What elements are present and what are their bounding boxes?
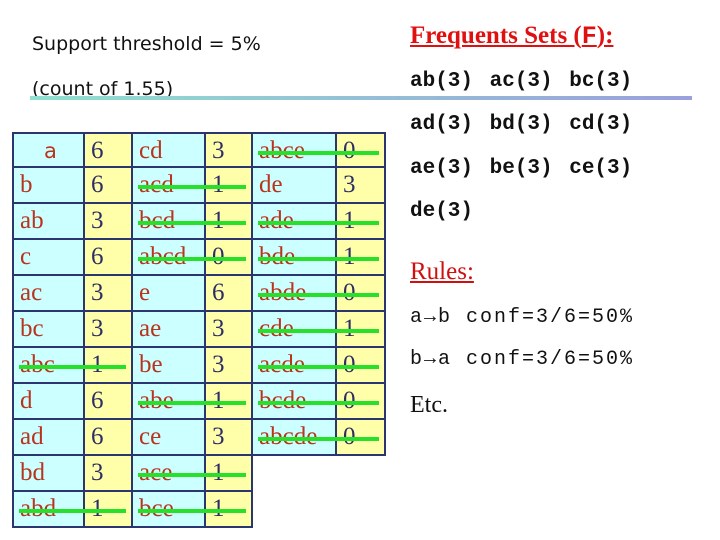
count-cell: 3 — [206, 134, 253, 166]
count-cell: 0 — [337, 134, 386, 166]
count-cell: 3 — [85, 276, 133, 310]
table-row: ace1 — [133, 456, 253, 492]
strikethrough-line — [138, 221, 246, 225]
frequent-sets-title: Frequents Sets (F): — [410, 22, 613, 51]
strikethrough-line — [258, 401, 379, 405]
frequent-sets-row: ad(3) bd(3) cd(3) — [410, 113, 633, 136]
count-cell: 3 — [85, 312, 133, 346]
table-row: bce1 — [133, 492, 253, 528]
strikethrough-line — [19, 365, 126, 369]
rules-title: Rules: — [410, 258, 474, 285]
count-cell: 3 — [337, 168, 386, 202]
table-row: abc1 — [14, 348, 133, 384]
strikethrough-line — [138, 257, 246, 261]
itemset-column: cd3acd1bcd1abcd0e6ae3be3abe1ce3ace1bce1 — [131, 132, 253, 528]
etc-text: Etc. — [410, 392, 448, 418]
table-row: bcde0 — [253, 384, 386, 420]
count-cell: 6 — [85, 420, 133, 454]
table-row: bde1 — [253, 240, 386, 276]
itemset-cell: ad — [14, 420, 85, 454]
strikethrough-line — [258, 365, 379, 369]
itemset-cell: be — [133, 348, 206, 382]
strikethrough-line — [19, 509, 126, 513]
table-row: abe1 — [133, 384, 253, 420]
itemset-column: a6b6ab3c6ac3bc3abc1d6ad6bd3abd1 — [12, 132, 133, 528]
itemset-cell: d — [14, 384, 85, 418]
table-row: abd1 — [14, 492, 133, 528]
strikethrough-line — [138, 509, 246, 513]
itemset-cell: b — [14, 168, 85, 202]
title-prefix: Frequents Sets ( — [410, 22, 582, 49]
count-cell: 6 — [85, 384, 133, 418]
itemset-cell: c — [14, 240, 85, 274]
strikethrough-line — [258, 329, 379, 333]
itemset-cell: ae — [133, 312, 206, 346]
frequent-sets-row: ab(3) ac(3) bc(3) — [410, 70, 633, 93]
itemset-cell: de — [253, 168, 337, 202]
table-row: cde1 — [253, 312, 386, 348]
table-row: acd1 — [133, 168, 253, 204]
itemset-cell: a — [14, 134, 85, 166]
table-row: abce0 — [253, 132, 386, 168]
strikethrough-line — [138, 401, 246, 405]
table-row: abcd0 — [133, 240, 253, 276]
count-cell: 3 — [85, 204, 133, 238]
itemset-cell: cd — [133, 134, 206, 166]
count-cell: 6 — [85, 168, 133, 202]
support-threshold-text: Support threshold = 5% — [32, 33, 261, 55]
count-cell: 3 — [206, 348, 253, 382]
frequent-sets-row: ae(3) be(3) ce(3) — [410, 157, 633, 180]
itemset-cell: abce — [253, 134, 337, 166]
strikethrough-line — [258, 437, 379, 441]
itemset-cell: e — [133, 276, 206, 310]
count-cell: 3 — [206, 312, 253, 346]
table-row: abde0 — [253, 276, 386, 312]
strikethrough-line — [138, 185, 246, 189]
strikethrough-line — [138, 473, 246, 477]
itemset-cell: ce — [133, 420, 206, 454]
itemset-cell: bc — [14, 312, 85, 346]
strikethrough-line — [258, 221, 379, 225]
count-text: (count of 1.55) — [32, 78, 174, 100]
table-row: bcd1 — [133, 204, 253, 240]
count-cell: 6 — [206, 276, 253, 310]
title-symbol: F — [581, 22, 597, 51]
itemset-cell: bd — [14, 456, 85, 490]
strikethrough-line — [258, 257, 379, 261]
strikethrough-line — [258, 293, 379, 297]
frequent-sets-row: de(3) — [410, 200, 474, 223]
itemset-column: abce0de3ade1bde1abde0cde1acde0bcde0abcde… — [251, 132, 386, 456]
count-cell: 6 — [85, 134, 133, 166]
itemset-cell: ac — [14, 276, 85, 310]
title-divider — [30, 96, 692, 100]
table-row: ade1 — [253, 204, 386, 240]
rule-item: a→b conf=3/6=50% — [410, 306, 635, 329]
table-row: acde0 — [253, 348, 386, 384]
count-cell: 3 — [206, 420, 253, 454]
count-cell: 3 — [85, 456, 133, 490]
table-row: abcde0 — [253, 420, 386, 456]
title-suffix: ): — [596, 22, 614, 49]
strikethrough-line — [258, 151, 379, 155]
count-cell: 6 — [85, 240, 133, 274]
itemset-cell: ab — [14, 204, 85, 238]
rule-item: b→a conf=3/6=50% — [410, 348, 635, 371]
